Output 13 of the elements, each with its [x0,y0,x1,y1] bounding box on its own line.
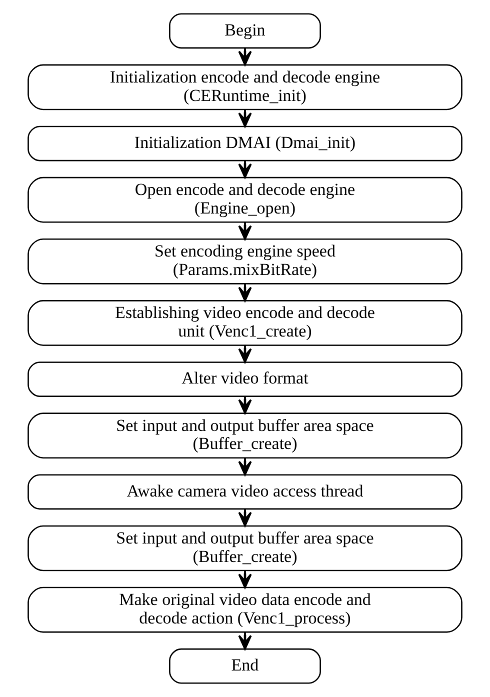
node-box: Set input and output buffer area space (Buffer_create) [28,412,462,459]
node-box: Set encoding engine speed (Params.mixBitRate) [28,238,462,284]
node-box: Initialization encode and decode engine (CERuntime_init) [28,64,462,110]
node-box: Awake camera video access thread [28,474,462,510]
node-box: Set input and output buffer area space (Buffer_create) [28,525,462,572]
node-box: Begin [169,13,321,49]
node-box: Establishing video encode and decode unit (Venc1_create) [28,300,462,346]
node-box: End [169,648,321,684]
node-box: Alter video format [28,362,462,397]
arrow [238,110,252,128]
node-box: Make original video data encode and decode action (Venc1_process) [28,586,462,633]
node-box: Open encode and decode engine (Engine_open) [28,176,462,223]
node-box: Initialization DMAI (Dmai_init) [28,126,462,162]
